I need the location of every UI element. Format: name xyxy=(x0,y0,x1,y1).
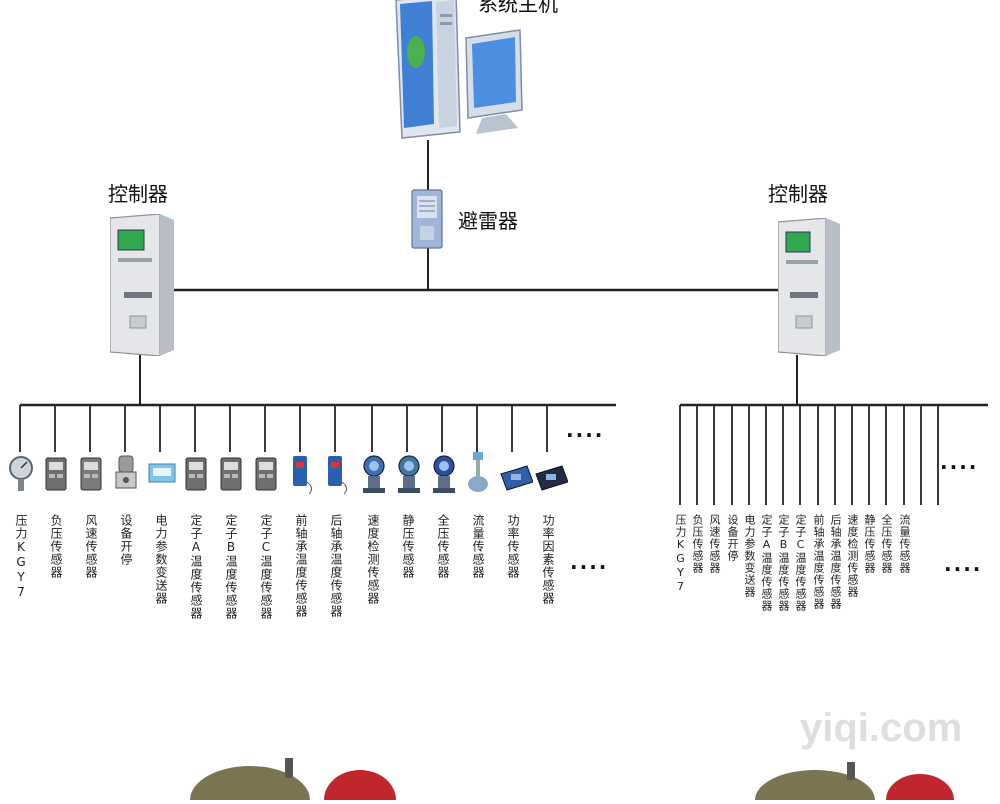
right-device-label: 设备开停 xyxy=(726,514,739,562)
left-controller-label: 控制器 xyxy=(108,182,168,206)
lightning-arrester-label: 避雷器 xyxy=(458,209,518,233)
total-pressure-sensor-icon xyxy=(429,452,457,496)
pressure-gauge-icon xyxy=(7,452,35,496)
left-device-label: 流量传感器 xyxy=(471,514,485,579)
lightning-arrester-icon xyxy=(411,189,443,249)
power-sensor-icon xyxy=(499,452,534,496)
right-more-devices-top: .... xyxy=(940,450,979,474)
right-device-label: 后轴承温度传感器 xyxy=(829,514,842,610)
left-device-label: 定子B温度传感器 xyxy=(224,514,238,620)
left-device-label: 功率传感器 xyxy=(506,514,520,579)
host-label: 系统主机 xyxy=(478,0,558,16)
left-device-label: 负压传感器 xyxy=(49,514,63,579)
left-fan-image xyxy=(190,752,400,804)
left-device-label: 功率因素传感器 xyxy=(541,514,555,605)
left-more-devices-top: .... xyxy=(566,418,605,442)
right-more-devices-bottom: .... xyxy=(944,552,983,576)
watermark: yiqi.com xyxy=(800,706,963,750)
left-device-label: 电力参数变送器 xyxy=(154,514,168,605)
stator-c-temperature-sensor-icon xyxy=(252,452,280,496)
left-device-label: 全压传感器 xyxy=(436,514,450,579)
left-device-label: 定子A温度传感器 xyxy=(189,514,203,620)
front-bearing-sensor-icon xyxy=(287,452,315,496)
rear-bearing-sensor-icon xyxy=(322,452,350,496)
fan-motor-icon xyxy=(190,758,396,804)
wind-speed-sensor-icon xyxy=(77,452,105,496)
left-device-label: 静压传感器 xyxy=(401,514,415,579)
right-device-label: 风速传感器 xyxy=(708,514,721,574)
left-device-label: 定子C温度传感器 xyxy=(259,514,273,620)
left-device-label: 设备开停 xyxy=(119,514,133,566)
computer-icon xyxy=(395,0,523,139)
right-device-label: 定子A温度传感器 xyxy=(760,514,773,612)
left-controller xyxy=(109,213,176,357)
speed-sensor-icon xyxy=(359,452,387,496)
right-controller-label: 控制器 xyxy=(768,182,828,206)
right-fan-image xyxy=(755,758,965,804)
power-factor-sensor-icon xyxy=(534,452,569,496)
right-device-label: 负压传感器 xyxy=(691,514,704,574)
left-device-label: 风速传感器 xyxy=(84,514,98,579)
right-device-label: 定子B温度传感器 xyxy=(777,514,790,612)
right-device-label: 前轴承温度传感器 xyxy=(812,514,825,610)
right-device-label: 定子C温度传感器 xyxy=(794,514,807,612)
stator-a-temperature-sensor-icon xyxy=(182,452,210,496)
right-controller xyxy=(777,217,844,357)
stator-b-temperature-sensor-icon xyxy=(217,452,245,496)
negative-pressure-sensor-icon xyxy=(42,452,70,496)
controller-cabinet-icon xyxy=(109,213,174,357)
host-computer xyxy=(388,0,528,144)
fan-motor-icon xyxy=(755,762,954,804)
left-device-label: 速度检测传感器 xyxy=(366,514,380,605)
static-pressure-sensor-icon xyxy=(394,452,422,496)
right-device-label: 全压传感器 xyxy=(880,514,893,574)
left-device-label: 压力KGY7 xyxy=(14,514,28,600)
controller-cabinet-icon xyxy=(777,217,840,357)
power-transmitter-icon xyxy=(147,452,176,496)
left-more-devices-bottom: .... xyxy=(570,550,609,574)
flow-sensor-icon xyxy=(464,452,492,496)
equipment-switch-icon xyxy=(112,452,140,496)
left-device-label: 前轴承温度传感器 xyxy=(294,514,308,618)
right-device-label: 压力KGY7 xyxy=(674,514,687,594)
right-device-label: 电力参数变送器 xyxy=(743,514,756,598)
right-device-label: 静压传感器 xyxy=(863,514,876,574)
right-device-label: 流量传感器 xyxy=(898,514,911,574)
lightning-arrester xyxy=(410,188,444,250)
left-device-label: 后轴承温度传感器 xyxy=(329,514,343,618)
right-device-label: 速度检测传感器 xyxy=(846,514,859,598)
